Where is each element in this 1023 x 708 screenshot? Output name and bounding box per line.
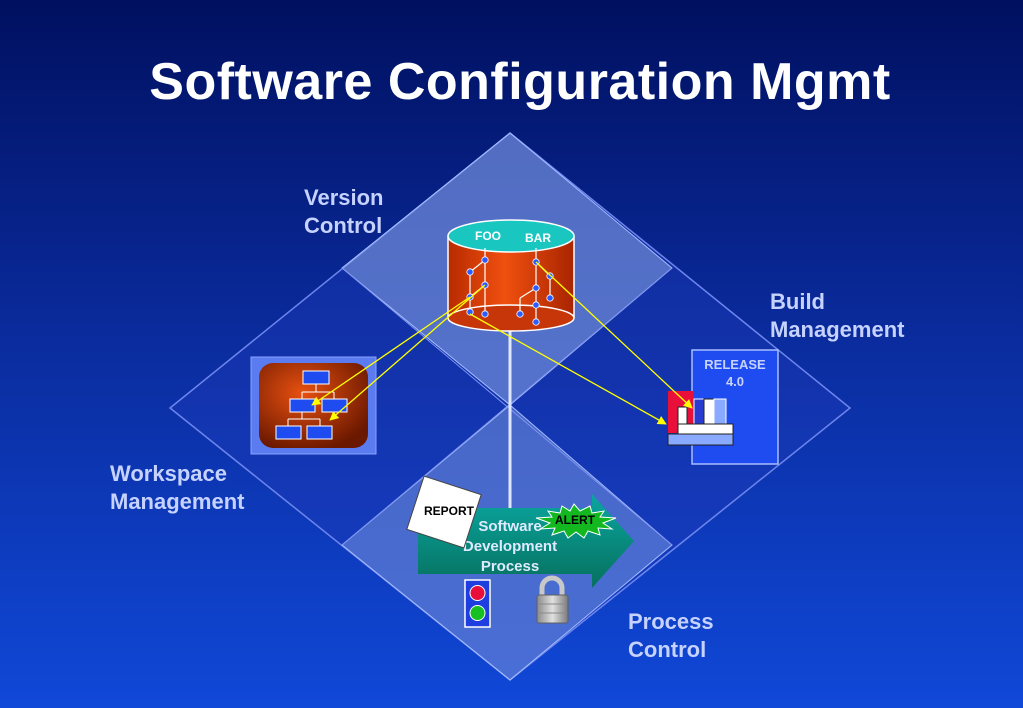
workspace-management-label: Workspace Management [110, 461, 245, 514]
build-management-label: Build Management [770, 289, 905, 342]
alert-burst-icon [535, 503, 617, 539]
report-label: REPORT [424, 504, 475, 518]
traffic-light-icon [464, 579, 491, 628]
process-control-label: Process Control [628, 609, 714, 662]
process-line-3: Process [481, 558, 539, 575]
version-control-label: Version Control [304, 185, 384, 238]
padlock-icon [536, 575, 569, 624]
build-arrow [535, 261, 693, 409]
database-cylinder-icon [447, 219, 575, 332]
process-line-1: Software [478, 518, 541, 535]
checkout-arrow [311, 296, 471, 406]
repository-bar-label: BAR [525, 231, 551, 245]
process-line-2: Development [463, 538, 557, 555]
divider-line [341, 267, 673, 546]
alert-label: ALERT [555, 513, 596, 527]
workspace-tree-icon [250, 356, 377, 455]
build-blocks-icon [667, 391, 734, 446]
slide-title: Software Configuration Mgmt [149, 53, 891, 111]
release-label: RELEASE [704, 357, 766, 372]
build-arrow [469, 313, 667, 425]
release-version: 4.0 [726, 374, 744, 389]
report-paper-icon [406, 475, 482, 549]
repository-foo-label: FOO [475, 229, 501, 243]
checkout-arrow [329, 284, 486, 421]
